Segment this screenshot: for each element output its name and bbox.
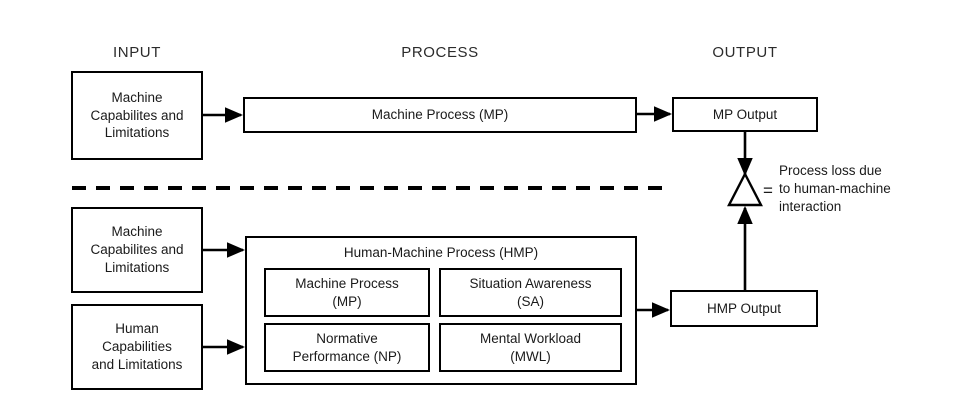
process-box-machine-process-label: Machine Process (MP)	[371, 107, 509, 123]
input-box-human-label: Human Capabilities and Limitations	[91, 321, 183, 372]
input-box-machine-bottom: Machine Capabilites and Limitations	[71, 207, 203, 293]
input-box-human: Human Capabilities and Limitations	[71, 304, 203, 390]
input-box-machine-top: Machine Capabilites and Limitations	[71, 71, 203, 160]
process-container-hmp-title: Human-Machine Process (HMP)	[343, 245, 539, 260]
process-subbox-machine-process-label: Machine Process (MP)	[295, 275, 399, 309]
process-subbox-machine-process: Machine Process (MP)	[264, 268, 430, 317]
equals-sign: =	[763, 181, 773, 200]
process-container-hmp: Human-Machine Process (HMP) Machine Proc…	[245, 236, 637, 385]
output-box-mp-output-label: MP Output	[712, 106, 778, 122]
delta-triangle	[727, 171, 763, 207]
output-box-hmp-output-label: HMP Output	[706, 300, 782, 316]
column-header-input: INPUT	[113, 44, 161, 61]
input-box-machine-top-label: Machine Capabilites and Limitations	[90, 89, 184, 141]
process-subbox-mental-workload: Mental Workload (MWL)	[439, 323, 622, 372]
input-box-machine-bottom-label: Machine Capabilites and Limitations	[90, 224, 184, 275]
output-box-mp-output: MP Output	[672, 97, 818, 132]
column-header-output: OUTPUT	[712, 44, 778, 61]
column-header-process: PROCESS	[401, 44, 479, 61]
delta-note: Process loss due to human-machine intera…	[779, 163, 891, 215]
process-subbox-situation-awareness: Situation Awareness (SA)	[439, 268, 622, 317]
process-subbox-normative-performance-label: Normative Performance (NP)	[292, 330, 402, 364]
process-box-machine-process: Machine Process (MP)	[243, 97, 637, 133]
process-subbox-mental-workload-label: Mental Workload (MWL)	[479, 330, 582, 364]
process-subbox-normative-performance: Normative Performance (NP)	[264, 323, 430, 372]
process-subbox-situation-awareness-label: Situation Awareness (SA)	[469, 275, 592, 309]
output-box-hmp-output: HMP Output	[670, 290, 818, 327]
